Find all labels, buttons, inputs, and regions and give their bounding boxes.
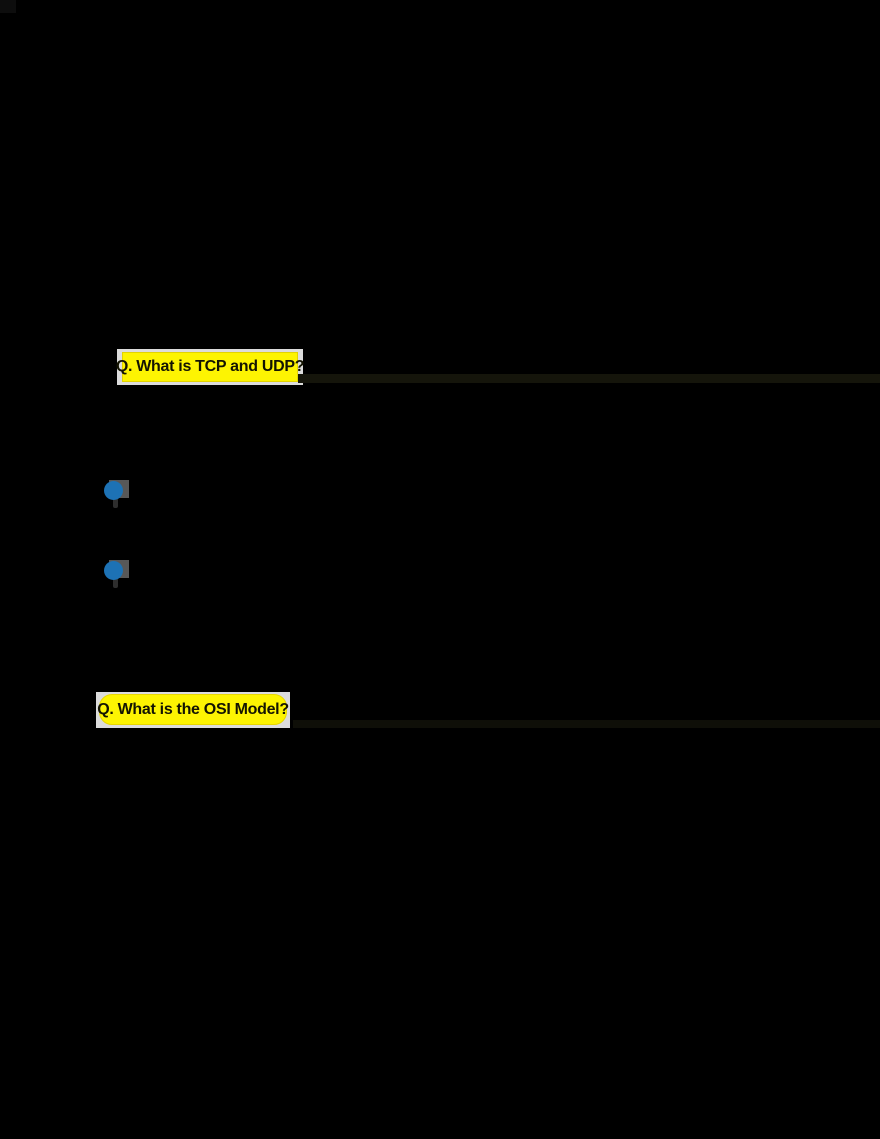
bullet-stem-shape [113,498,118,508]
dim-line-strip-2 [293,720,880,728]
corner-artifact [0,0,16,13]
bullet-dot-shape [104,481,123,500]
question-1-highlight: Q. What is TCP and UDP? [116,352,304,382]
question-2-highlight: Q. What is the OSI Model? [97,694,289,725]
bullet-dot-shape [104,561,123,580]
blue-dot-square-bullet-icon [103,477,131,510]
blue-dot-square-bullet-icon [103,557,131,590]
bullet-stem-shape [113,578,118,588]
question-1-text: Q. What is TCP and UDP? [115,358,305,375]
question-2-text: Q. What is the OSI Model? [97,700,289,718]
dim-line-strip-1 [298,374,880,383]
